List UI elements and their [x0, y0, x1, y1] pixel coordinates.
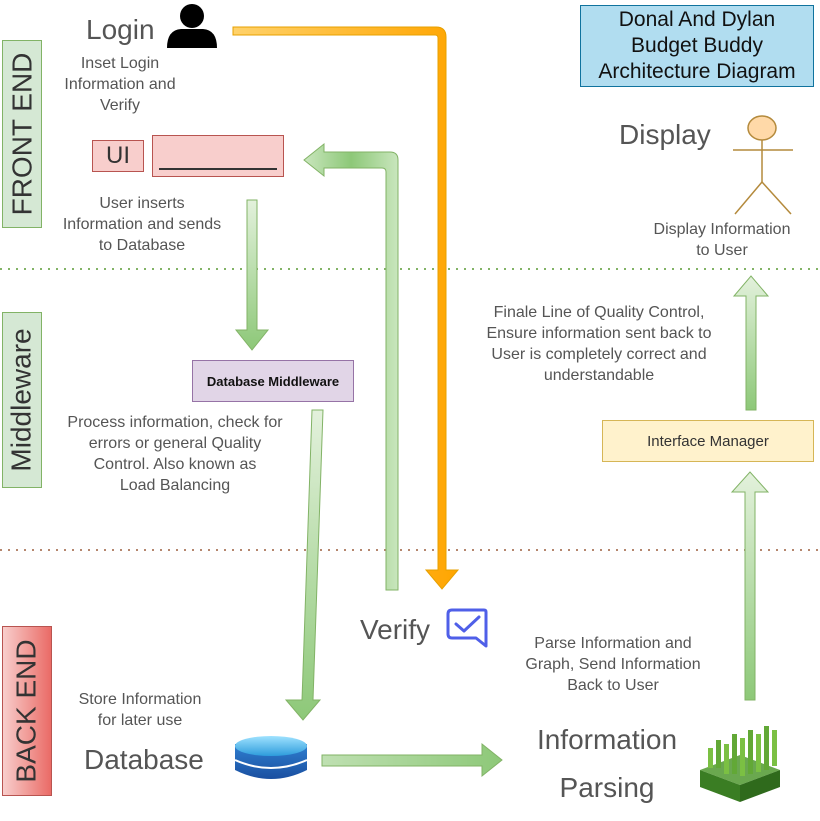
arrow-ui-to-middleware: [234, 199, 270, 351]
diagram-title: Donal And Dylan Budget Buddy Architectur…: [580, 5, 814, 87]
database-icon: [234, 736, 308, 779]
arrow-middleware-to-database: [284, 409, 324, 721]
verify-label: Verify: [360, 614, 431, 645]
stick-figure-icon: [733, 115, 793, 215]
information-parsing-label: Information Parsing: [536, 724, 678, 803]
display-description: Display Information to User: [653, 221, 791, 259]
display-label: Display: [619, 119, 711, 150]
user-icon: [167, 4, 217, 48]
arrow-parsing-to-interface: [730, 471, 770, 701]
login-label: Login: [86, 14, 155, 45]
arrow-database-to-parsing: [321, 742, 503, 778]
interface-manager-box: Interface Manager: [602, 420, 814, 462]
arrow-verify-to-ui: [303, 142, 399, 591]
lane-front-end: FRONT END: [2, 40, 42, 228]
login-description: Inset Login Information and Verify: [64, 55, 176, 114]
middleware-description: Process information, check for errors or…: [67, 414, 283, 494]
ui-box: UI: [92, 140, 144, 172]
ui-input-field[interactable]: [152, 135, 284, 177]
ui-description: User inserts Information and sends to Da…: [62, 195, 222, 254]
arrow-login-to-verify: [232, 26, 460, 590]
lane-middleware: Middleware: [2, 312, 42, 488]
analytics-icon: [700, 726, 780, 802]
lane-back-end: BACK END: [2, 626, 52, 796]
store-description: Store Information for later use: [78, 691, 202, 729]
quality-description: Finale Line of Quality Control, Ensure i…: [486, 304, 712, 384]
database-middleware-box: Database Middleware: [192, 360, 354, 402]
arrow-interface-to-display: [732, 275, 770, 411]
database-label: Database: [84, 744, 204, 775]
parse-description: Parse Information and Graph, Send Inform…: [525, 635, 701, 694]
verify-chat-icon: [446, 608, 488, 648]
